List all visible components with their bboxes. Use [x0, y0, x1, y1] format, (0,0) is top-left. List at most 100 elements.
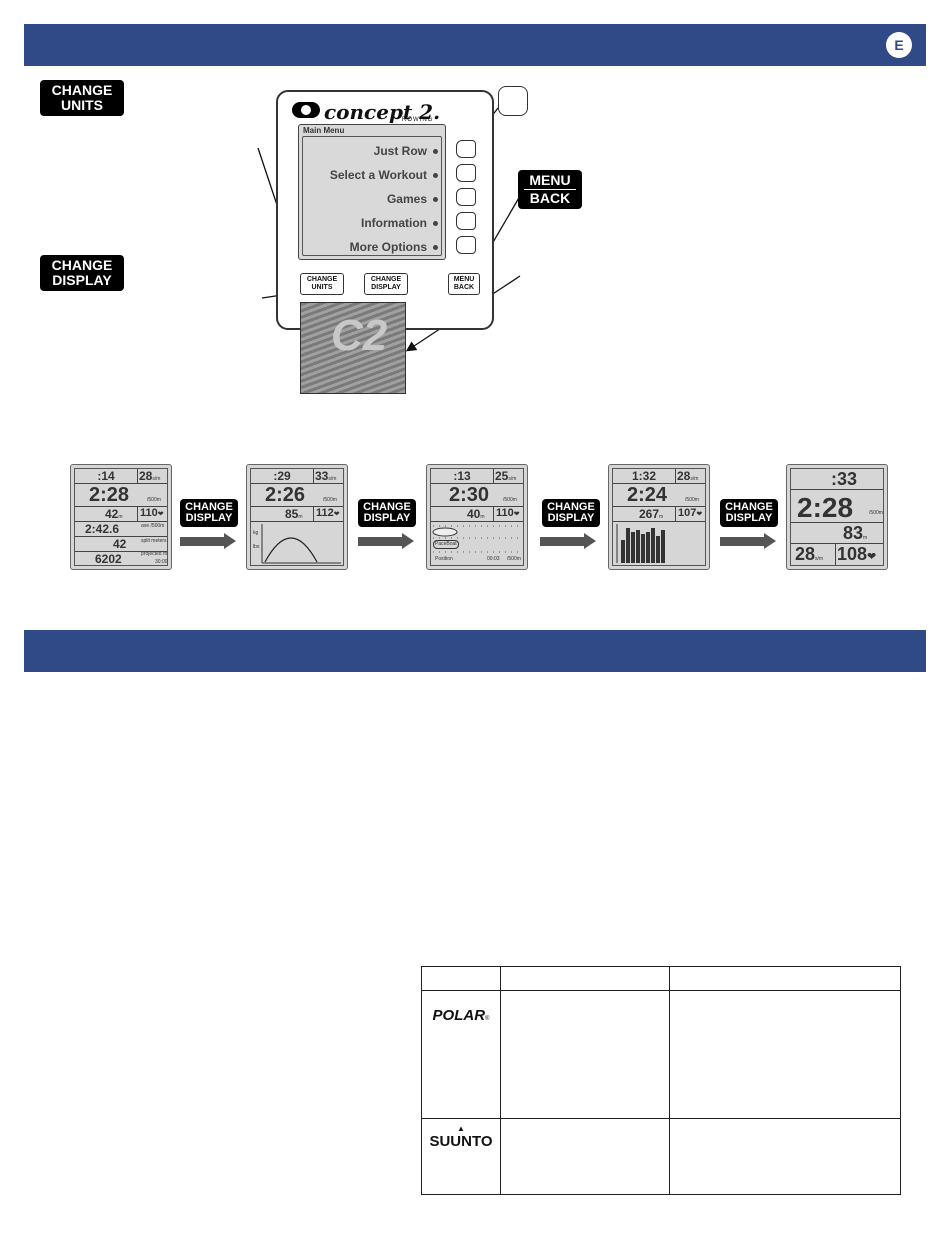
menu-item-select-workout[interactable]: Select a Workout [329, 168, 427, 182]
header-cell [421, 966, 501, 991]
menu-item-information[interactable]: Information [361, 216, 427, 230]
pm4-monitor: concept 2. ROWING Main Menu Just Row Sel… [276, 90, 494, 330]
button-line: UNITS [311, 284, 333, 291]
axis-label: lbs [253, 544, 260, 550]
pace-boat-view: PaceBoat Position 00:03 /500m [431, 522, 523, 565]
heart-rate: 110 [496, 507, 514, 519]
menu-back-tag: MENU BACK [518, 170, 582, 209]
unit-label: /500m [323, 497, 337, 503]
tag-line: DISPLAY [52, 272, 112, 288]
change-units-tag: CHANGE UNITS [40, 80, 124, 116]
display-screen-2: :29 33s/m 2:26 /500m 85m 112❤ kg lbs [246, 464, 348, 570]
heart-icon: ❤ [157, 511, 164, 518]
logcard[interactable]: C2 [300, 302, 406, 394]
pace: 2:26 [265, 484, 306, 506]
screen-title: Main Menu [303, 126, 345, 135]
selection-button-1[interactable] [456, 140, 476, 158]
unit-label: m [863, 535, 868, 541]
button-line: BACK [453, 284, 475, 291]
stroke-rate: 28 [795, 544, 816, 564]
section-header-band-2 [24, 630, 926, 672]
tag-line: CHANGE [725, 501, 773, 513]
display-screen-4: 1:32 28s/m 2:24 /500m 267m 107❤ [608, 464, 710, 570]
change-display-tag: CHANGE DISPLAY [542, 499, 600, 527]
elapsed-time: :13 [431, 469, 494, 483]
top-side-button[interactable] [498, 86, 528, 116]
change-display-tag: CHANGE DISPLAY [720, 499, 778, 527]
tag-line: MENU [529, 172, 571, 188]
bullet-icon [433, 197, 438, 202]
bar-graph-view [613, 522, 705, 565]
pace-bar-graph [616, 524, 665, 563]
change-display-tag: CHANGE DISPLAY [358, 499, 416, 527]
unit-label: s/m [690, 476, 699, 482]
arrow-right-icon [540, 533, 596, 549]
unit-label: /500m [685, 497, 699, 503]
arrow-right-icon [180, 533, 236, 549]
pace: 2:28 [89, 484, 130, 506]
selection-button-5[interactable] [456, 236, 476, 254]
unit-label: ave /500m [141, 523, 165, 529]
pace-boat-label: PaceBoat [433, 540, 459, 549]
menu-item-more-options[interactable]: More Options [349, 240, 427, 254]
elapsed-time: :29 [251, 469, 314, 483]
display-screen-3: :13 25s/m 2:30 /500m 40m 110❤ PaceBoat P… [426, 464, 528, 570]
heart-rate-compatibility-table: POLAR® ▲ SUUNTO [421, 966, 901, 1195]
elapsed-time: :33 [831, 469, 858, 489]
stroke-rate: 28 [677, 469, 691, 483]
menu-item-just-row[interactable]: Just Row [373, 144, 427, 158]
brand-cell: ▲ SUUNTO [421, 1118, 501, 1195]
menu-back-button[interactable]: MENU BACK [448, 273, 480, 295]
tag-line: CHANGE [51, 257, 113, 273]
selection-button-4[interactable] [456, 212, 476, 230]
table-row: POLAR® [421, 990, 901, 1119]
change-display-button[interactable]: CHANGE DISPLAY [364, 273, 408, 295]
section-header-band: E [24, 24, 926, 66]
axis-label: kg [253, 530, 259, 536]
stroke-rate: 28 [139, 469, 153, 483]
unit-label: s/m [508, 476, 517, 482]
meters: 267 [639, 507, 660, 521]
registered-mark: ® [485, 1016, 490, 1022]
unit-label: projected m [141, 551, 168, 557]
button-line: MENU [453, 276, 475, 283]
monitor-screen: Main Menu Just Row Select a Workout Game… [298, 124, 446, 260]
tag-line: CHANGE [185, 501, 233, 513]
selection-button-2[interactable] [456, 164, 476, 182]
tag-line: UNITS [61, 97, 103, 113]
stroke-rate: 25 [495, 469, 509, 483]
tag-line: CHANGE [363, 501, 411, 513]
unit-label: split meters [141, 538, 167, 544]
table-cell [669, 1118, 901, 1195]
menu-panel: Just Row Select a Workout Games Informat… [302, 136, 442, 256]
suunto-logo: SUUNTO [429, 1133, 493, 1150]
selection-button-3[interactable] [456, 188, 476, 206]
meters: 85 [285, 507, 299, 521]
meters: 42 [105, 507, 119, 521]
header-cell [669, 966, 901, 991]
unit-label: /500m [503, 497, 517, 503]
tag-line: BACK [529, 190, 571, 206]
change-display-tag: CHANGE DISPLAY [40, 255, 124, 291]
table-row: ▲ SUUNTO [421, 1118, 901, 1195]
tag-line: DISPLAY [547, 512, 595, 524]
projected-meters: 6202 [95, 552, 122, 566]
change-display-tag: CHANGE DISPLAY [180, 499, 238, 527]
logo-mark-icon [292, 102, 320, 118]
tag-line: DISPLAY [363, 512, 411, 524]
button-line: CHANGE [306, 276, 338, 283]
change-units-button[interactable]: CHANGE UNITS [300, 273, 344, 295]
gap-time: 00:03 [487, 556, 500, 562]
unit-label: /500m [507, 556, 521, 562]
menu-item-games[interactable]: Games [386, 192, 427, 206]
split-meters: 42 [113, 537, 127, 551]
stroke-rate: 33 [315, 469, 329, 483]
pace: 2:28 [797, 492, 854, 523]
table-cell [669, 990, 901, 1119]
unit-label: s/m [152, 476, 161, 482]
header-cell [500, 966, 670, 991]
unit-label: m [659, 514, 664, 520]
display-screen-1: :14 28s/m 2:28 /500m 42m 110❤ 2:42.6 ave… [70, 464, 172, 570]
table-cell [500, 990, 670, 1119]
heart-rate: 112 [316, 507, 334, 519]
